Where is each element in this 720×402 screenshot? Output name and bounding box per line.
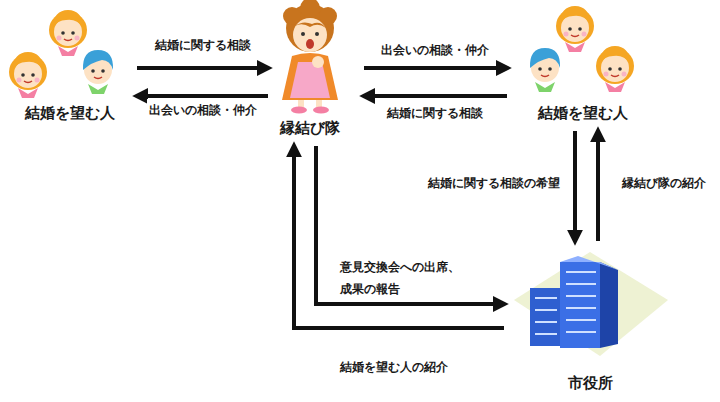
figure-node: 市役所 [510,245,670,395]
arrow-label: 縁結び隊の紹介 [620,172,708,194]
arrow-label: 結婚に関する相談 [153,34,253,56]
figure-node: 結婚を望む人 [515,0,650,125]
arrow-label: 結婚に関する相談 [385,102,485,124]
arrow-label: 結婚に関する相談の希望 [426,172,562,194]
flow-arrow [137,94,268,98]
node-label: 結婚を望む人 [25,104,115,123]
flow-arrow [596,131,600,241]
arrow-label: 出会いの相談・仲介 [379,39,491,61]
node-label: 市役所 [568,374,613,393]
flow-arrow [573,131,577,241]
flow-arrow [364,94,507,98]
node-label: 結婚を望む人 [538,104,628,123]
flow-arrow [316,146,504,304]
arrow-label: 意見交換会への出席、 成果の報告 [338,256,492,300]
arrow-label: 出会いの相談・仲介 [147,99,259,121]
flow-arrow [137,66,268,70]
flow-arrow [364,66,507,70]
figure-node: 縁結び隊 [270,0,350,140]
node-label: 縁結び隊 [280,119,340,138]
figure-node: 結婚を望む人 [5,0,135,125]
arrow-label: 結婚を望む人の紹介 [338,356,450,378]
